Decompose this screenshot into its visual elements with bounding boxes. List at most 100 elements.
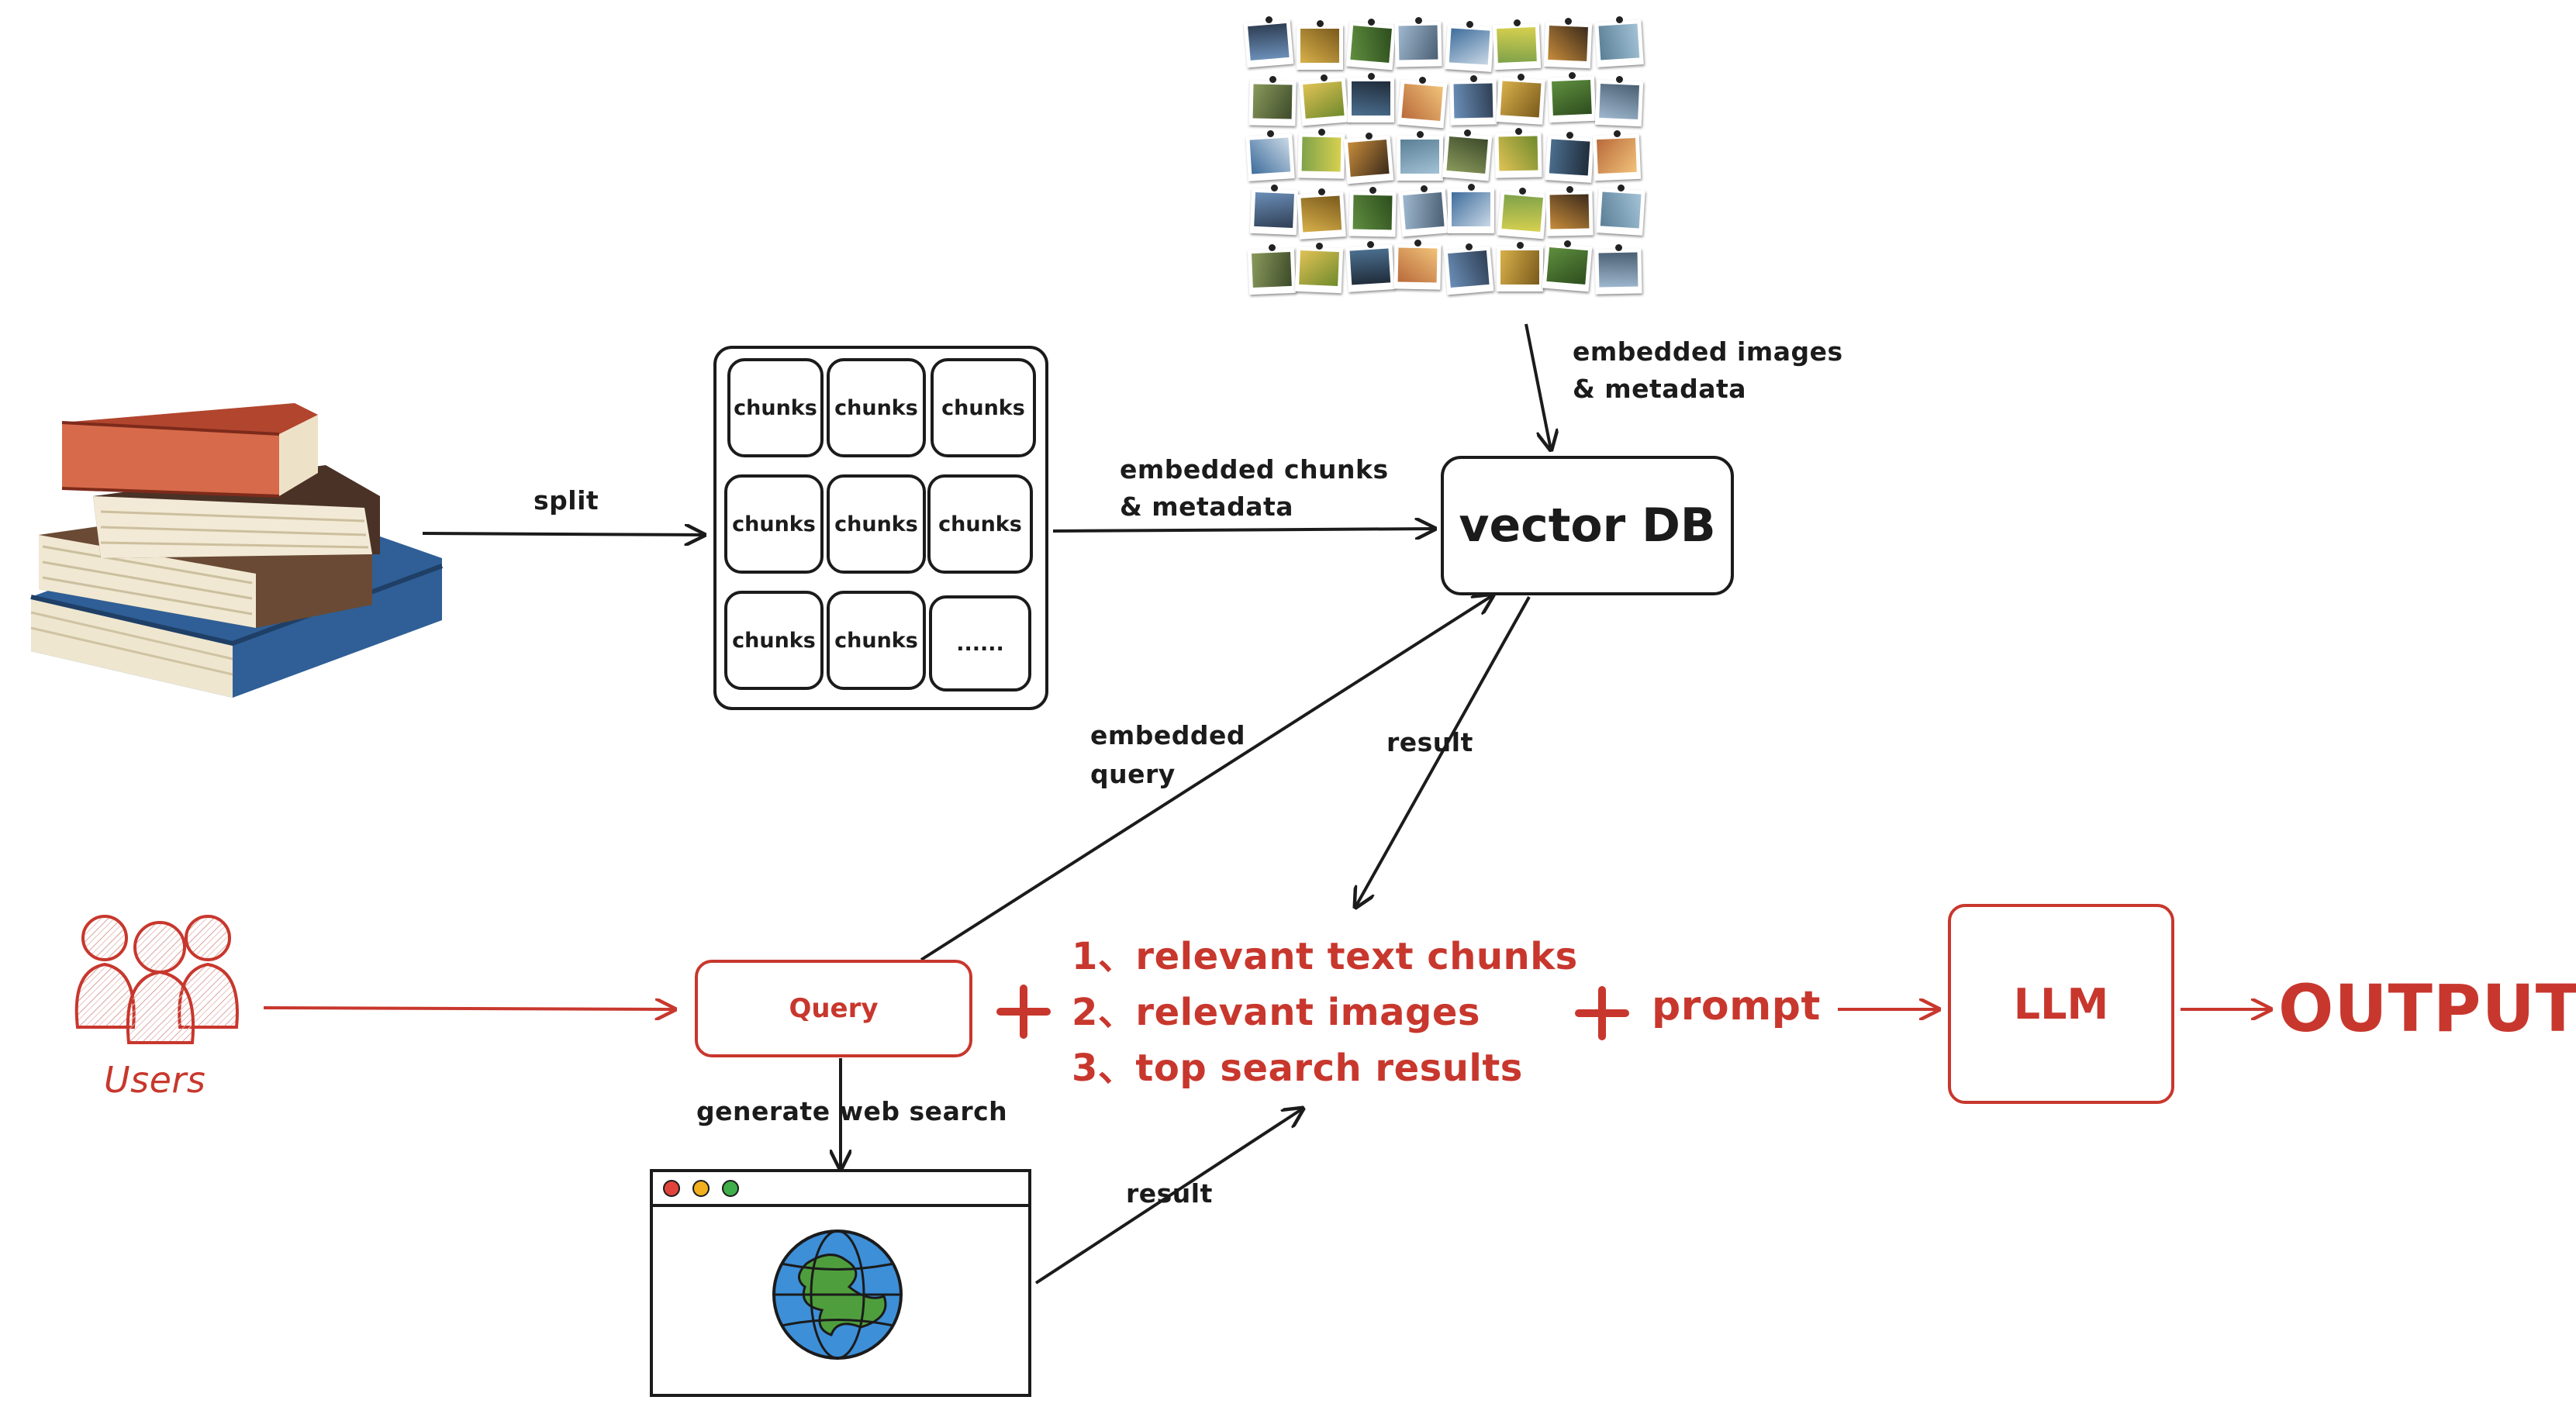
collage-photo: [1492, 22, 1542, 71]
embedded-images-label: embedded images & metadata: [1573, 333, 1843, 408]
embedded-images-line-2: & metadata: [1573, 374, 1747, 404]
collage-pin: [1421, 185, 1428, 192]
collage-pin: [1316, 243, 1323, 250]
collage-pin: [1267, 130, 1274, 137]
embedded-images-line-1: embedded images: [1573, 336, 1843, 367]
collage-photo: [1545, 135, 1594, 183]
context-item-search: 3、top search results: [1072, 1047, 1523, 1090]
output-label: OUTPUT: [2278, 971, 2576, 1047]
collage-pin: [1517, 242, 1524, 249]
split-arrow: [422, 533, 704, 535]
collage-photo: [1345, 244, 1395, 292]
collage-photo: [1496, 77, 1545, 125]
collage-photo: [1297, 133, 1345, 179]
prompt-label: prompt: [1652, 983, 1821, 1029]
collage-pin: [1569, 72, 1576, 79]
collage-pin: [1369, 187, 1376, 194]
db-result-arrow: [1355, 596, 1531, 907]
collage-photo: [1494, 132, 1542, 178]
collage-photo: [1594, 79, 1644, 127]
collage-pin: [1615, 244, 1622, 251]
collage-photo: [1596, 188, 1645, 236]
collage-pin: [1565, 18, 1572, 25]
collage-photo: [1542, 243, 1593, 292]
collage-pin: [1468, 184, 1475, 191]
context-item-images: 2、relevant images: [1072, 991, 1480, 1034]
collage-photo: [1397, 136, 1443, 181]
collage-photo: [1348, 78, 1394, 122]
collage-photo: [1547, 75, 1597, 123]
collage-pin: [1466, 243, 1473, 250]
collage-pin: [1317, 20, 1324, 27]
embedded-chunks-label: embedded chunks & metadata: [1120, 451, 1389, 526]
collage-pin: [1518, 74, 1525, 81]
collage-photo: [1294, 246, 1344, 294]
collage-pin: [1464, 129, 1471, 136]
globe-icon: [772, 1229, 903, 1360]
collage-pin: [1515, 128, 1522, 135]
collage-pin: [1271, 185, 1278, 191]
query-to-db-arrow: [920, 595, 1493, 961]
collage-photo: [1243, 19, 1294, 68]
collage-pin: [1566, 132, 1573, 139]
collage-pin: [1614, 130, 1621, 137]
collage-pin: [1269, 244, 1276, 251]
collage-photo: [1297, 25, 1343, 70]
chunk-cell-ellipsis: ......: [929, 595, 1031, 691]
vector-db-label: vector DB: [1459, 498, 1716, 553]
collage-photo: [1297, 191, 1346, 240]
collage-photo: [1448, 188, 1494, 233]
chunks-grid: chunks chunks chunks chunks chunks chunk…: [713, 346, 1048, 710]
collage-pin: [1367, 241, 1374, 248]
collage-pin: [1618, 185, 1625, 191]
embedded-chunks-line-2: & metadata: [1120, 491, 1294, 522]
collage-photo: [1449, 79, 1497, 126]
collage-pin: [1616, 76, 1623, 83]
collage-pin: [1318, 129, 1325, 136]
collage-photo: [1592, 133, 1642, 181]
collage-pin: [1321, 74, 1328, 81]
collage-pin: [1415, 17, 1422, 24]
llm-label: LLM: [2013, 979, 2109, 1029]
chunk-cell: chunks: [827, 358, 926, 457]
collage-photo: [1249, 188, 1299, 236]
collage-pin: [1466, 21, 1473, 28]
chunk-cell: chunks: [724, 474, 824, 574]
books-stack-icon: [30, 403, 444, 698]
collage-pin: [1368, 73, 1375, 80]
vector-db-box: vector DB: [1441, 456, 1734, 595]
collage-photo: [1594, 248, 1642, 295]
llm-box: LLM: [1948, 904, 2174, 1104]
collage-pin: [1470, 75, 1477, 82]
embedded-query-line-1: embedded: [1090, 720, 1246, 750]
collage-pin: [1519, 188, 1526, 195]
collage-photo: [1394, 21, 1442, 67]
context-list: 1、relevant text chunks 2、relevant images…: [1072, 929, 1578, 1096]
collage-pin: [1368, 19, 1375, 26]
collage-photo: [1348, 191, 1397, 237]
collage-photo: [1298, 77, 1349, 126]
collage-photo: [1345, 21, 1397, 71]
collage-photo: [1497, 247, 1543, 291]
chunk-cell: chunks: [927, 474, 1033, 574]
collage-photo: [1594, 19, 1644, 67]
collage-photo: [1247, 247, 1297, 295]
collage-pin: [1514, 19, 1521, 26]
browser-window-icon: [650, 1169, 1031, 1397]
web-result-arrow: [1034, 1109, 1303, 1285]
collage-pin: [1318, 188, 1325, 195]
context-item-text-chunks: 1、relevant text chunks: [1072, 935, 1578, 978]
users-group-icon: [74, 915, 239, 1044]
collage-pin: [1366, 133, 1373, 140]
images-to-db-arrow: [1525, 323, 1551, 450]
collage-photo: [1248, 80, 1297, 126]
collage-pin: [1616, 16, 1623, 23]
chunk-cell: chunks: [727, 358, 824, 457]
embedded-chunks-line-1: embedded chunks: [1120, 454, 1389, 485]
result-web-label: result: [1126, 1178, 1213, 1209]
chunk-cell: chunks: [724, 591, 824, 690]
embedded-query-label: embedded query: [1090, 716, 1245, 794]
chunks-to-db-arrow: [1052, 529, 1435, 531]
embedded-query-line-2: query: [1090, 759, 1176, 789]
